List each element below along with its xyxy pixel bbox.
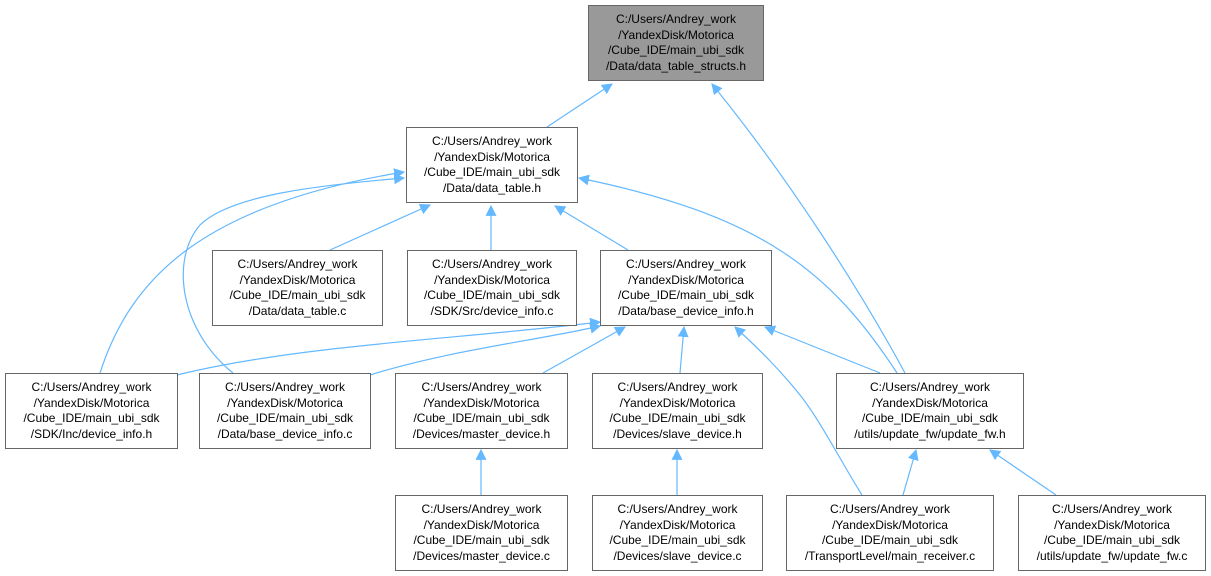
edge-main-receiver-c-to-base-device-info-h	[734, 326, 863, 496]
edge-update-fw-c-to-update-fw-h	[989, 449, 1057, 496]
edge-slave-device-h-to-base-device-info-h	[677, 325, 689, 374]
node-label-line: /Cube_IDE/main_ubi_sdk	[413, 411, 550, 425]
node-label-line: /YandexDisk/Motorica	[1054, 517, 1170, 532]
node-label-line: C:/Users/Andrey_work	[421, 380, 542, 394]
node-label-line: /utils/update_fw/update_fw.c	[1036, 548, 1188, 563]
node-label-line: /YandexDisk/Motorica	[423, 517, 540, 532]
node-label-line: C:/Users/Andrey_work	[829, 502, 951, 516]
node-label-line: /Cube_IDE/main_ubi_sdk	[229, 288, 366, 302]
node-label-line: /Data/data_table.h	[442, 180, 542, 195]
node-label-line: /Cube_IDE/main_ubi_sdk	[607, 43, 745, 57]
node-label-line: /YandexDisk/Motorica	[434, 272, 550, 287]
node-label-line: /Data/data_table_structs.h	[605, 58, 747, 73]
node-label-line: /YandexDisk/Motorica	[33, 395, 150, 410]
edge-base-device-info-h-to-data-table-h	[554, 205, 629, 251]
node-label-line: C:/Users/Andrey_work	[617, 380, 738, 394]
node-label-line: /Cube_IDE/main_ubi_sdk	[1043, 533, 1181, 547]
node-label-line: /Cube_IDE/main_ubi_sdk	[609, 533, 746, 547]
node-label-line: C:/Users/Andrey_work	[625, 257, 747, 271]
node-label-line: C:/Users/Andrey_work	[237, 257, 358, 271]
node-label-line: C:/Users/Andrey_work	[431, 257, 553, 271]
node-label-line: /Cube_IDE/main_ubi_sdk	[23, 411, 160, 425]
node-label-line: C:/Users/Andrey_work	[617, 502, 738, 516]
node-label-line: /YandexDisk/Motorica	[423, 395, 540, 410]
node-update-fw-c[interactable]: C:/Users/Andrey_work /YandexDisk/Motoric…	[1018, 495, 1206, 571]
node-label-line: /YandexDisk/Motorica	[832, 517, 948, 532]
node-label-line: /SDK/Src/device_info.c	[430, 303, 554, 318]
node-main-receiver-c[interactable]: C:/Users/Andrey_work /YandexDisk/Motoric…	[786, 495, 994, 571]
node-slave-device-h[interactable]: C:/Users/Andrey_work /YandexDisk/Motoric…	[592, 373, 763, 449]
node-label-line: /Devices/slave_device.c	[613, 548, 742, 563]
node-sdk-device-info-c[interactable]: C:/Users/Andrey_work /YandexDisk/Motoric…	[407, 250, 577, 326]
edge-base-device-info-c-to-base-device-info-h	[369, 322, 602, 376]
node-label-line: /YandexDisk/Motorica	[239, 272, 356, 287]
node-label-line: /utils/update_fw/update_fw.h	[854, 426, 1006, 441]
node-master-device-h[interactable]: C:/Users/Andrey_work /YandexDisk/Motoric…	[395, 373, 568, 449]
node-slave-device-c[interactable]: C:/Users/Andrey_work /YandexDisk/Motoric…	[592, 495, 763, 571]
node-label-line: /Devices/master_device.c	[413, 548, 550, 563]
node-sdk-device-info-h[interactable]: C:/Users/Andrey_work /YandexDisk/Motoric…	[5, 373, 178, 449]
edge-base-device-info-c-to-data-table-h	[182, 173, 406, 374]
node-label-line: /Cube_IDE/main_ubi_sdk	[413, 533, 550, 547]
node-data-table-h[interactable]: C:/Users/Andrey_work /YandexDisk/Motoric…	[406, 127, 578, 203]
edge-master-device-h-to-base-device-info-h	[542, 326, 626, 374]
node-data-table-c[interactable]: C:/Users/Andrey_work /YandexDisk/Motoric…	[212, 250, 383, 326]
node-update-fw-h[interactable]: C:/Users/Andrey_work /YandexDisk/Motoric…	[836, 373, 1024, 449]
edge-update-fw-h-to-data-table-h	[577, 174, 898, 374]
edge-data-table-h-to-structs	[546, 83, 613, 128]
node-label-line: C:/Users/Andrey_work	[224, 380, 346, 394]
node-label-line: /Data/base_device_info.h	[618, 303, 754, 318]
node-label-line: /YandexDisk/Motorica	[619, 395, 736, 410]
node-label-line: /Cube_IDE/main_ubi_sdk	[216, 411, 354, 425]
node-label-line: /YandexDisk/Motorica	[628, 272, 744, 287]
node-label-line: /SDK/Inc/device_info.h	[30, 426, 153, 441]
edge-main-receiver-c-to-update-fw-h	[902, 448, 919, 496]
node-label-line: /Cube_IDE/main_ubi_sdk	[423, 165, 561, 179]
node-label-line: C:/Users/Andrey_work	[431, 134, 553, 148]
node-label-line: /TransportLevel/main_receiver.c	[804, 548, 976, 563]
node-label-line: C:/Users/Andrey_work	[615, 12, 737, 26]
node-label-line: C:/Users/Andrey_work	[1051, 502, 1173, 516]
edge-data-table-c-to-data-table-h	[329, 204, 432, 251]
node-label-line: /YandexDisk/Motorica	[227, 395, 343, 410]
node-label-line: /Cube_IDE/main_ubi_sdk	[821, 533, 959, 547]
node-label-line: /YandexDisk/Motorica	[434, 149, 550, 164]
node-label-line: C:/Users/Andrey_work	[869, 380, 991, 394]
node-label-line: C:/Users/Andrey_work	[31, 380, 152, 394]
node-label-line: /Cube_IDE/main_ubi_sdk	[609, 411, 746, 425]
node-label-line: C:/Users/Andrey_work	[421, 502, 542, 516]
node-base-device-info-c[interactable]: C:/Users/Andrey_work /YandexDisk/Motoric…	[199, 373, 371, 449]
node-label-line: /Cube_IDE/main_ubi_sdk	[423, 288, 561, 302]
node-label-line: /Data/base_device_info.c	[217, 426, 353, 441]
node-label-line: /YandexDisk/Motorica	[619, 517, 736, 532]
node-label-line: /Data/data_table.c	[248, 303, 347, 318]
edge-update-fw-h-to-base-device-info-h	[763, 325, 881, 374]
node-master-device-c[interactable]: C:/Users/Andrey_work /YandexDisk/Motoric…	[395, 495, 568, 571]
node-label-line: /YandexDisk/Motorica	[618, 27, 734, 42]
edge-sdk-device-info-h-to-base-device-info-h	[176, 317, 602, 376]
node-data-table-structs-h[interactable]: C:/Users/Andrey_work /YandexDisk/Motoric…	[588, 5, 764, 81]
node-label-line: /Devices/master_device.h	[412, 426, 551, 441]
node-label-line: /YandexDisk/Motorica	[872, 395, 988, 410]
node-label-line: /Cube_IDE/main_ubi_sdk	[861, 411, 999, 425]
node-label-line: /Cube_IDE/main_ubi_sdk	[617, 288, 755, 302]
node-label-line: /Devices/slave_device.h	[613, 426, 742, 441]
node-base-device-info-h[interactable]: C:/Users/Andrey_work /YandexDisk/Motoric…	[600, 250, 772, 326]
edge-update-fw-h-to-structs	[711, 83, 906, 374]
